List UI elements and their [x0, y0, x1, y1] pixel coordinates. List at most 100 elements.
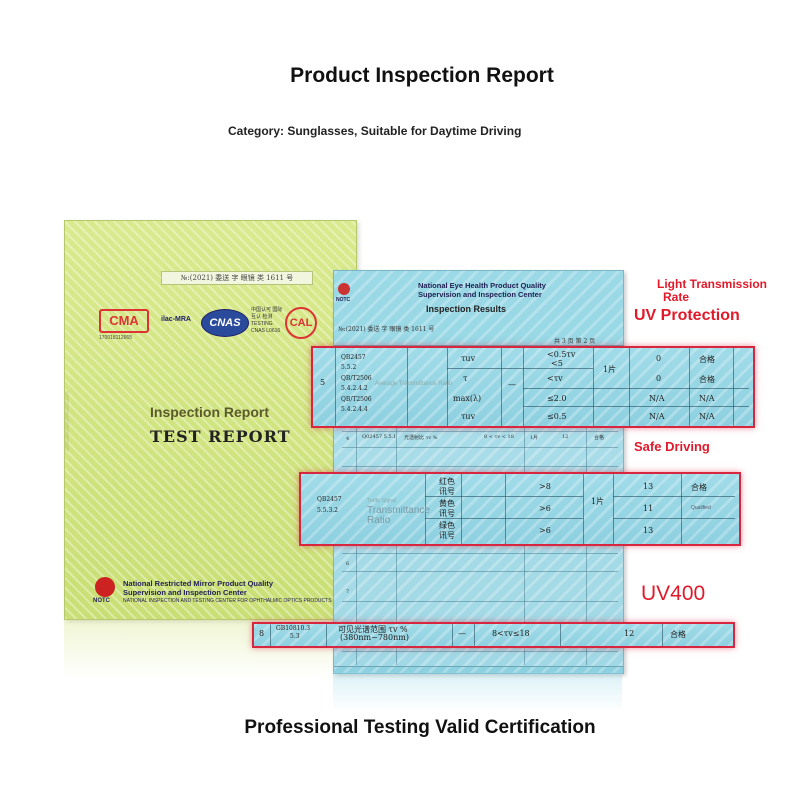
standard-ref: 5.3: [290, 633, 300, 640]
cover-org-line-1: National Restricted Mirror Product Quali…: [123, 579, 274, 588]
cell-divider: [452, 624, 453, 646]
faint-cell: 1片: [530, 435, 539, 441]
cell-divider: [523, 348, 524, 426]
cell-divider: [523, 388, 749, 389]
cnas-caption: 中国认可 国际互认 检测 TESTING CNAS L0616: [251, 307, 283, 334]
requirement: <τv: [547, 374, 563, 383]
standard-ref: QB2457: [317, 496, 342, 503]
result-value: 0: [656, 354, 662, 363]
result-value: N/A: [649, 412, 665, 421]
cell-divider: [474, 624, 475, 646]
verdict: N/A: [699, 412, 715, 421]
param-tau-uv: τuv: [461, 354, 476, 363]
verdict: N/A: [699, 394, 715, 403]
result-value: 13: [643, 526, 654, 535]
cover-org-line-2: Supervision and Inspection Center: [123, 588, 247, 597]
page-title: Product Inspection Report: [290, 64, 554, 87]
signal-yellow: 黄色: [439, 499, 455, 508]
signal-label: 讯号: [439, 531, 455, 540]
standard-ref: 5.4.2.4.4: [341, 406, 368, 413]
cover-org-line-3: NATIONAL INSPECTION AND TESTING CENTER F…: [123, 598, 332, 604]
cell-divider: [461, 474, 462, 544]
cell-divider: [662, 624, 663, 646]
cnas-logo-icon: CNAS: [201, 309, 249, 337]
faint-cell: Q02457 5.5.1: [362, 434, 397, 440]
row-number: 7: [346, 589, 350, 595]
light-transmission-callout: Light Transmission: [657, 277, 768, 291]
safe-driving-highlight-strip: QB2457 5.5.3.2 Traffic Signal Transmitta…: [299, 472, 741, 546]
safe-driving-callout: Safe Driving: [634, 439, 710, 454]
uv400-callout: UV400: [641, 582, 706, 605]
result-value: 12: [624, 629, 635, 638]
row-number: 8: [259, 629, 265, 638]
results-org-line-1: National Eye Health Product Quality: [418, 281, 546, 290]
light-transmission-callout-rate: Rate: [663, 290, 690, 304]
faint-cell: 光透射比 τv %: [404, 435, 438, 441]
faint-cell: 合格: [594, 435, 605, 441]
cell-divider: [447, 368, 593, 369]
cell-divider: [447, 348, 448, 426]
table-row-line: [342, 466, 618, 467]
transmittance-ratio-label: Transmittance Ratio: [367, 505, 430, 526]
requirement: ≤0.5: [547, 412, 567, 421]
table-row-line: [342, 601, 618, 602]
standard-ref: QB2457: [341, 354, 366, 361]
standard-ref: GB10810.3: [276, 625, 311, 632]
cell-divider: [689, 348, 690, 426]
notc-emblem-icon: [95, 577, 115, 597]
notc-label: NOTC: [93, 598, 110, 604]
traffic-signal-label: Traffic Signal: [367, 498, 396, 504]
faint-cell: 12: [562, 434, 569, 440]
uv-protection-highlight-strip: 5 QB2457 5.5.2 QB/T2506 5.4.2.4.2 QB/T25…: [311, 346, 755, 428]
standard-ref: 5.4.2.4.2: [341, 385, 368, 392]
results-report-number: №:(2021) 委送 字 眼镜 类 1611 号: [338, 326, 435, 333]
cell-divider: [629, 348, 630, 426]
cell-divider: [425, 496, 583, 497]
requirement: <0.5τv: [547, 350, 576, 359]
signal-label: 讯号: [439, 487, 455, 496]
results-org-line-2: Supervision and Inspection Center: [418, 290, 542, 299]
cell-divider: [583, 474, 584, 544]
results-heading: Inspection Results: [426, 304, 507, 314]
requirement: >6: [539, 526, 551, 535]
signal-red: 红色: [439, 477, 455, 486]
requirement: 8<τv≤18: [492, 629, 530, 638]
sample-count: 1片: [603, 365, 617, 374]
param-tau-uv: τuv: [461, 412, 476, 421]
table-row-line: [342, 651, 618, 652]
cell-divider: [523, 406, 749, 407]
notc-label: NOTC: [336, 297, 351, 303]
result-value: N/A: [649, 394, 665, 403]
cell-divider: [335, 348, 336, 426]
uv400-highlight-strip: 8 GB10810.3 5.3 可见光谱范围 τv % (380nm~780nm…: [252, 622, 735, 648]
row-number: 5: [320, 378, 326, 387]
faint-cell: 8 < τv < 18: [484, 434, 514, 440]
notc-emblem-icon: [338, 283, 350, 295]
standard-ref: QB/T2506: [341, 396, 372, 403]
verdict: 合格: [699, 375, 715, 384]
cal-logo-icon: CAL: [285, 307, 317, 339]
cell-divider: [560, 624, 561, 646]
result-value: 13: [643, 482, 654, 491]
verdict: 合格: [699, 355, 715, 364]
cell-divider: [613, 474, 614, 544]
spectrum-description: 可见光谱范围 τv %: [338, 625, 408, 634]
cell-divider: [501, 348, 502, 426]
standard-ref: 5.5.2: [341, 364, 357, 371]
param-tau: τ: [463, 374, 468, 383]
cell-divider: [681, 474, 682, 544]
report-cover-document: №:(2021) 委送 字 眼镜 类 1611 号 CMA 1700181126…: [64, 220, 357, 620]
requirement: >6: [539, 504, 551, 513]
signal-green: 绿色: [439, 521, 455, 530]
table-row-line: [342, 553, 618, 554]
verdict: 合格: [670, 630, 686, 639]
param-max-lambda: max(λ): [453, 394, 482, 403]
requirement: >8: [539, 482, 551, 491]
requirement: <5: [551, 359, 563, 368]
spectrum-range: (380nm~780nm): [340, 633, 409, 642]
table-row-line: [342, 431, 618, 432]
table-row-line: [342, 447, 618, 448]
cell-divider: [593, 348, 594, 426]
cell-divider: [270, 624, 271, 646]
cell-divider: [733, 348, 734, 426]
